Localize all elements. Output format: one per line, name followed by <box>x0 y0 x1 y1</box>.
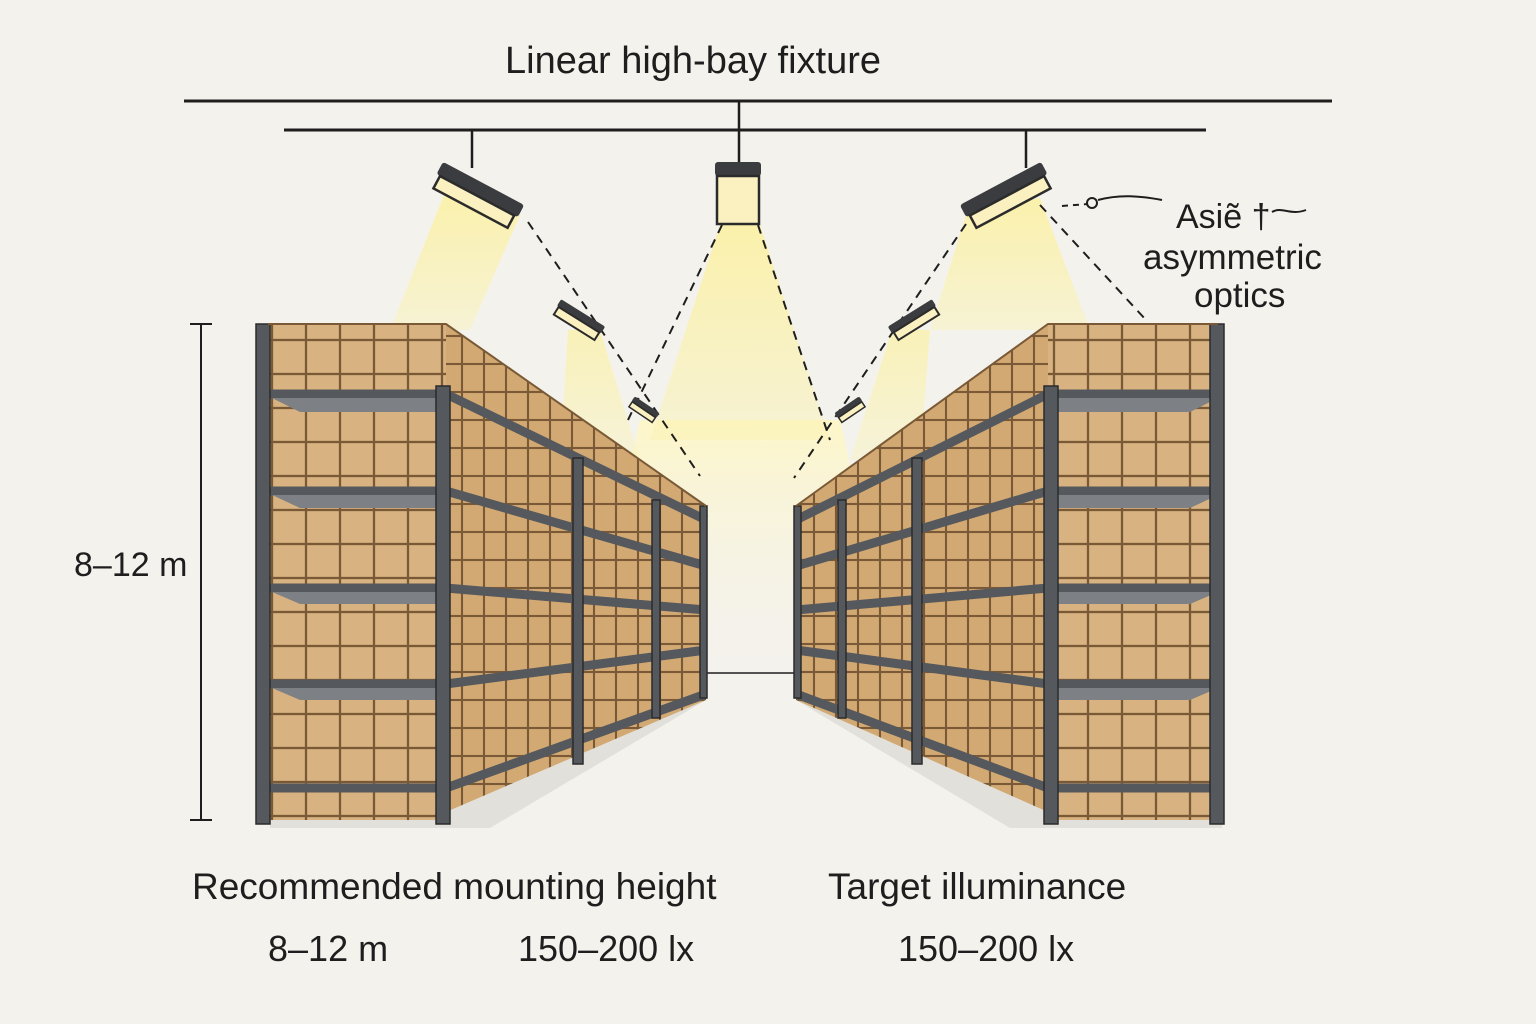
callout-line-2: asymmetric <box>1143 238 1322 277</box>
diagram-title: Linear high-bay fixture <box>505 40 881 82</box>
asymmetric-optics-leader <box>1061 195 1307 213</box>
storage-rack-icon <box>255 323 708 825</box>
beam-right <box>930 198 1090 330</box>
beam-center <box>650 225 830 440</box>
beam-outline-lines <box>527 204 1147 479</box>
height-dimension-line <box>190 323 212 821</box>
mounting-height-heading: Recommended mounting height <box>192 866 717 907</box>
height-dimension-label: 8–12 m <box>74 546 188 584</box>
linear-high-bay-fixture-icon <box>431 162 1053 424</box>
mounting-illuminance-value: 150–200 lx <box>518 928 695 969</box>
target-illuminance-value: 150–200 lx <box>898 928 1075 969</box>
target-illuminance-heading: Target illuminance <box>828 866 1127 907</box>
callout-line-3: optics <box>1194 276 1286 315</box>
mounting-height-value: 8–12 m <box>268 928 389 969</box>
storage-rack-icon <box>793 323 1225 825</box>
beam-left <box>390 190 520 330</box>
callout-line-1: Asiẽ † <box>1176 198 1271 236</box>
ceiling-rails <box>184 99 1332 168</box>
